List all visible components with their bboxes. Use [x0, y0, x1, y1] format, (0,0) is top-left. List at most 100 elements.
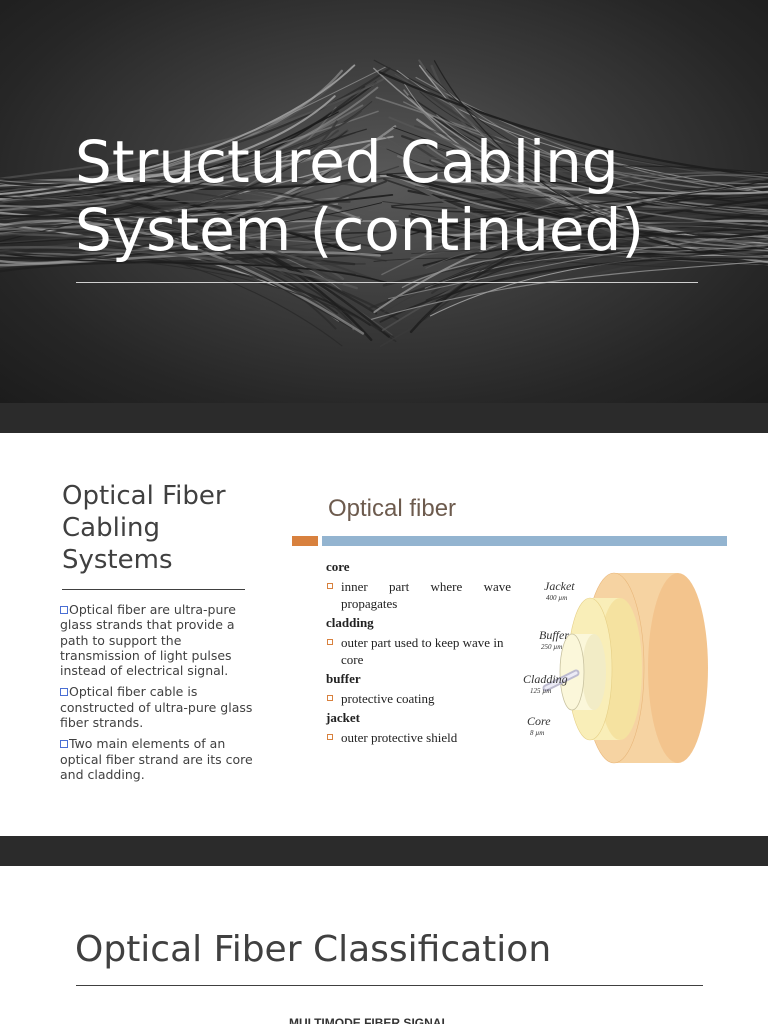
cable-strand: [0, 177, 342, 210]
cable-strand: [425, 225, 768, 269]
cable-strand: [414, 125, 768, 199]
cable-strand: [0, 145, 341, 208]
optical-fiber-figure: Optical fiber core inner part where wave…: [292, 493, 732, 783]
fiber-cross-section-diagram: Jacket 400 µm Buffer 250 µm Cladding 125…: [523, 572, 708, 764]
cable-strand: [386, 173, 768, 239]
definition-jacket: outer protective shield: [326, 729, 511, 746]
cable-strand: [424, 219, 768, 238]
cable-strand: [367, 142, 768, 176]
cable-strand: [0, 64, 356, 195]
cable-strand: [393, 127, 768, 200]
cable-strand: [0, 246, 358, 290]
bullet-list: Optical fiber are ultra-pure glass stran…: [54, 602, 254, 788]
title-slide: Structured Cabling System (continued): [0, 0, 768, 403]
label-core: Core: [527, 714, 551, 728]
cable-strand: [401, 246, 768, 289]
bullet-text: Optical fiber cable is constructed of ul…: [60, 684, 253, 731]
cable-strand: [391, 224, 768, 237]
square-bullet-icon: [60, 740, 68, 749]
slide-title: Structured Cabling System (continued): [75, 128, 644, 264]
term-cladding: cladding: [326, 615, 374, 630]
cable-strand: [394, 73, 768, 182]
cable-strand: [0, 176, 396, 189]
cable-strand: [0, 216, 361, 257]
square-bullet-icon: [60, 688, 68, 697]
label-core-size: 8 µm: [530, 729, 544, 737]
cable-strand: [426, 144, 768, 227]
definition-core: inner part where wave propagates: [326, 578, 511, 612]
cable-strand: [409, 179, 768, 236]
cable-strand: [0, 202, 383, 245]
cable-strand: [0, 211, 372, 247]
figure-title: Optical fiber: [328, 495, 457, 522]
bullet-text: Optical fiber are ultra-pure glass stran…: [60, 602, 236, 679]
heading-divider: [76, 985, 703, 986]
label-cladding: Cladding: [523, 672, 568, 686]
term-core: core: [326, 559, 350, 574]
square-bullet-icon: [327, 583, 333, 589]
bullet-item: Two main elements of an optical fiber st…: [54, 736, 254, 782]
square-bullet-icon: [60, 606, 68, 614]
cable-strand: [0, 110, 362, 204]
cable-strand: [0, 185, 344, 285]
label-jacket-size: 400 µm: [546, 594, 567, 602]
slide-separator: [0, 403, 768, 433]
cable-strand: [411, 221, 768, 255]
cable-strand: [0, 231, 379, 260]
square-bullet-icon: [327, 695, 333, 701]
definition-cladding: outer part used to keep wave in core: [326, 634, 511, 668]
classification-slide: Optical Fiber Classification MULTIMODE F…: [0, 866, 768, 1024]
slide-heading: Optical Fiber Cabling Systems: [62, 481, 226, 575]
cable-strand: [371, 260, 768, 320]
cable-strand: [0, 226, 331, 237]
heading-divider: [62, 589, 245, 590]
cable-strand: [379, 245, 768, 323]
cable-strand: [378, 71, 768, 178]
cable-strand: [403, 101, 768, 185]
cable-strand: [0, 199, 353, 329]
cable-strand: [0, 172, 363, 222]
cable-strand: [425, 68, 768, 218]
label-jacket: Jacket: [544, 579, 575, 593]
cable-strand: [407, 189, 768, 223]
cable-strand: [0, 219, 365, 335]
cable-strand: [0, 154, 339, 187]
cable-strand: [0, 252, 395, 339]
cable-strand: [0, 181, 391, 338]
figure-caption: MULTIMODE FIBER SIGNAL: [289, 1016, 449, 1024]
cable-strand: [0, 193, 394, 218]
cable-strand: [0, 78, 385, 180]
cable-strand: [433, 60, 768, 256]
square-bullet-icon: [327, 734, 333, 740]
bullet-item: Optical fiber cable is constructed of ul…: [54, 684, 254, 730]
label-buffer: Buffer: [539, 628, 569, 642]
cable-strand: [0, 120, 338, 228]
cable-strand: [388, 234, 768, 300]
cable-strand: [0, 165, 400, 244]
cable-strand: [407, 79, 768, 214]
cable-strand: [381, 174, 768, 276]
twisted-cables-background-image: [0, 59, 768, 348]
cable-strand: [0, 243, 338, 273]
cable-strand: [422, 225, 768, 267]
cable-strand: [388, 221, 768, 266]
bullet-text: Two main elements of an optical fiber st…: [60, 736, 253, 782]
accent-bar-orange: [292, 536, 318, 546]
cable-strand: [379, 174, 768, 195]
cable-strand: [421, 184, 768, 322]
accent-bar-blue: [322, 536, 727, 546]
fiber-parts-list: core inner part where wave propagates cl…: [326, 556, 511, 746]
cable-strand: [402, 255, 768, 321]
cable-strand: [0, 95, 336, 201]
optical-fiber-slide: Optical Fiber Cabling Systems Optical fi…: [0, 433, 768, 836]
cable-strand: [0, 216, 338, 315]
title-divider: [76, 282, 698, 283]
definition-buffer: protective coating: [326, 690, 511, 707]
term-buffer: buffer: [326, 671, 361, 686]
slide-separator: [0, 836, 768, 866]
cable-strand: [436, 114, 768, 213]
label-cladding-size: 125 µm: [530, 687, 551, 695]
square-bullet-icon: [327, 639, 333, 645]
cable-strand: [0, 228, 398, 255]
cable-strand: [371, 165, 768, 176]
